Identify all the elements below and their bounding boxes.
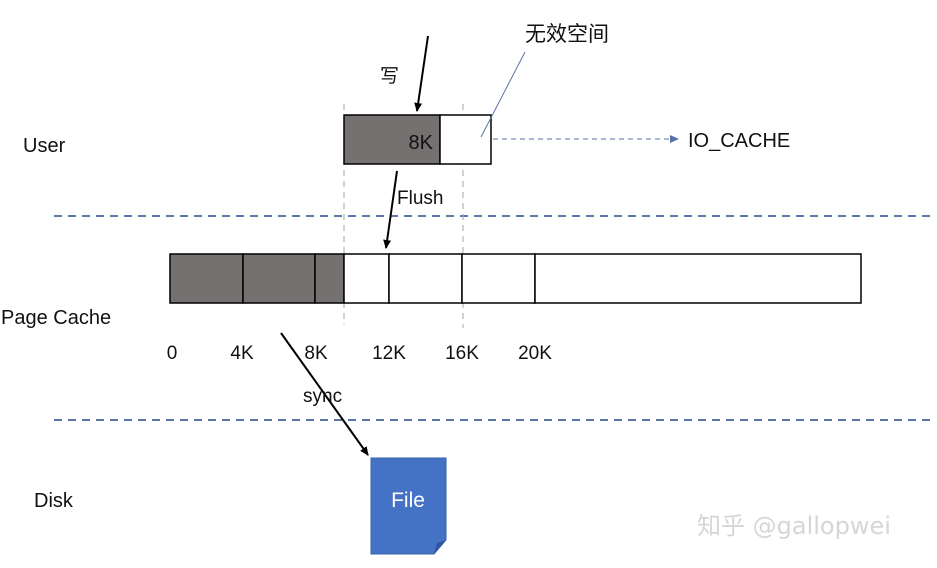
offset-label: 20K: [518, 343, 552, 364]
offset-label: 0: [167, 343, 178, 364]
page-block-empty: [388, 253, 463, 304]
page-block-filled: [314, 253, 345, 304]
offset-label: 16K: [445, 343, 479, 364]
write-arrow: [414, 35, 429, 112]
io-cache-buffer-empty: [439, 114, 492, 165]
offset-label: 4K: [230, 343, 254, 364]
buffer-size-label: 8K: [409, 132, 434, 154]
invalid-space-pointer: [480, 51, 526, 138]
layer-label-user: User: [23, 135, 66, 157]
offset-label: 12K: [372, 343, 406, 364]
invalid-space-label: 无效空间: [525, 22, 609, 46]
watermark: 知乎 @gallopwei: [697, 512, 891, 540]
page-block-empty: [343, 253, 390, 304]
io-cache-label: IO_CACHE: [688, 130, 790, 152]
write-label: 写: [380, 65, 399, 87]
layer-label-page-cache: Page Cache: [1, 307, 111, 329]
flush-arrow: [383, 170, 398, 249]
file-icon: File: [370, 457, 447, 555]
io-cache-buffer-filled: [343, 114, 441, 165]
page-block-empty: [461, 253, 536, 304]
offset-label: 8K: [304, 343, 328, 364]
flush-label: Flush: [397, 188, 443, 209]
layer-label-disk: Disk: [34, 490, 74, 512]
sync-arrow: [280, 332, 369, 456]
file-label: File: [391, 489, 425, 512]
page-block-empty: [534, 253, 862, 304]
page-block-filled: [242, 253, 316, 304]
page-block-filled: [169, 253, 244, 304]
sync-label: sync: [303, 386, 342, 407]
page-cache-bar: [169, 253, 862, 304]
